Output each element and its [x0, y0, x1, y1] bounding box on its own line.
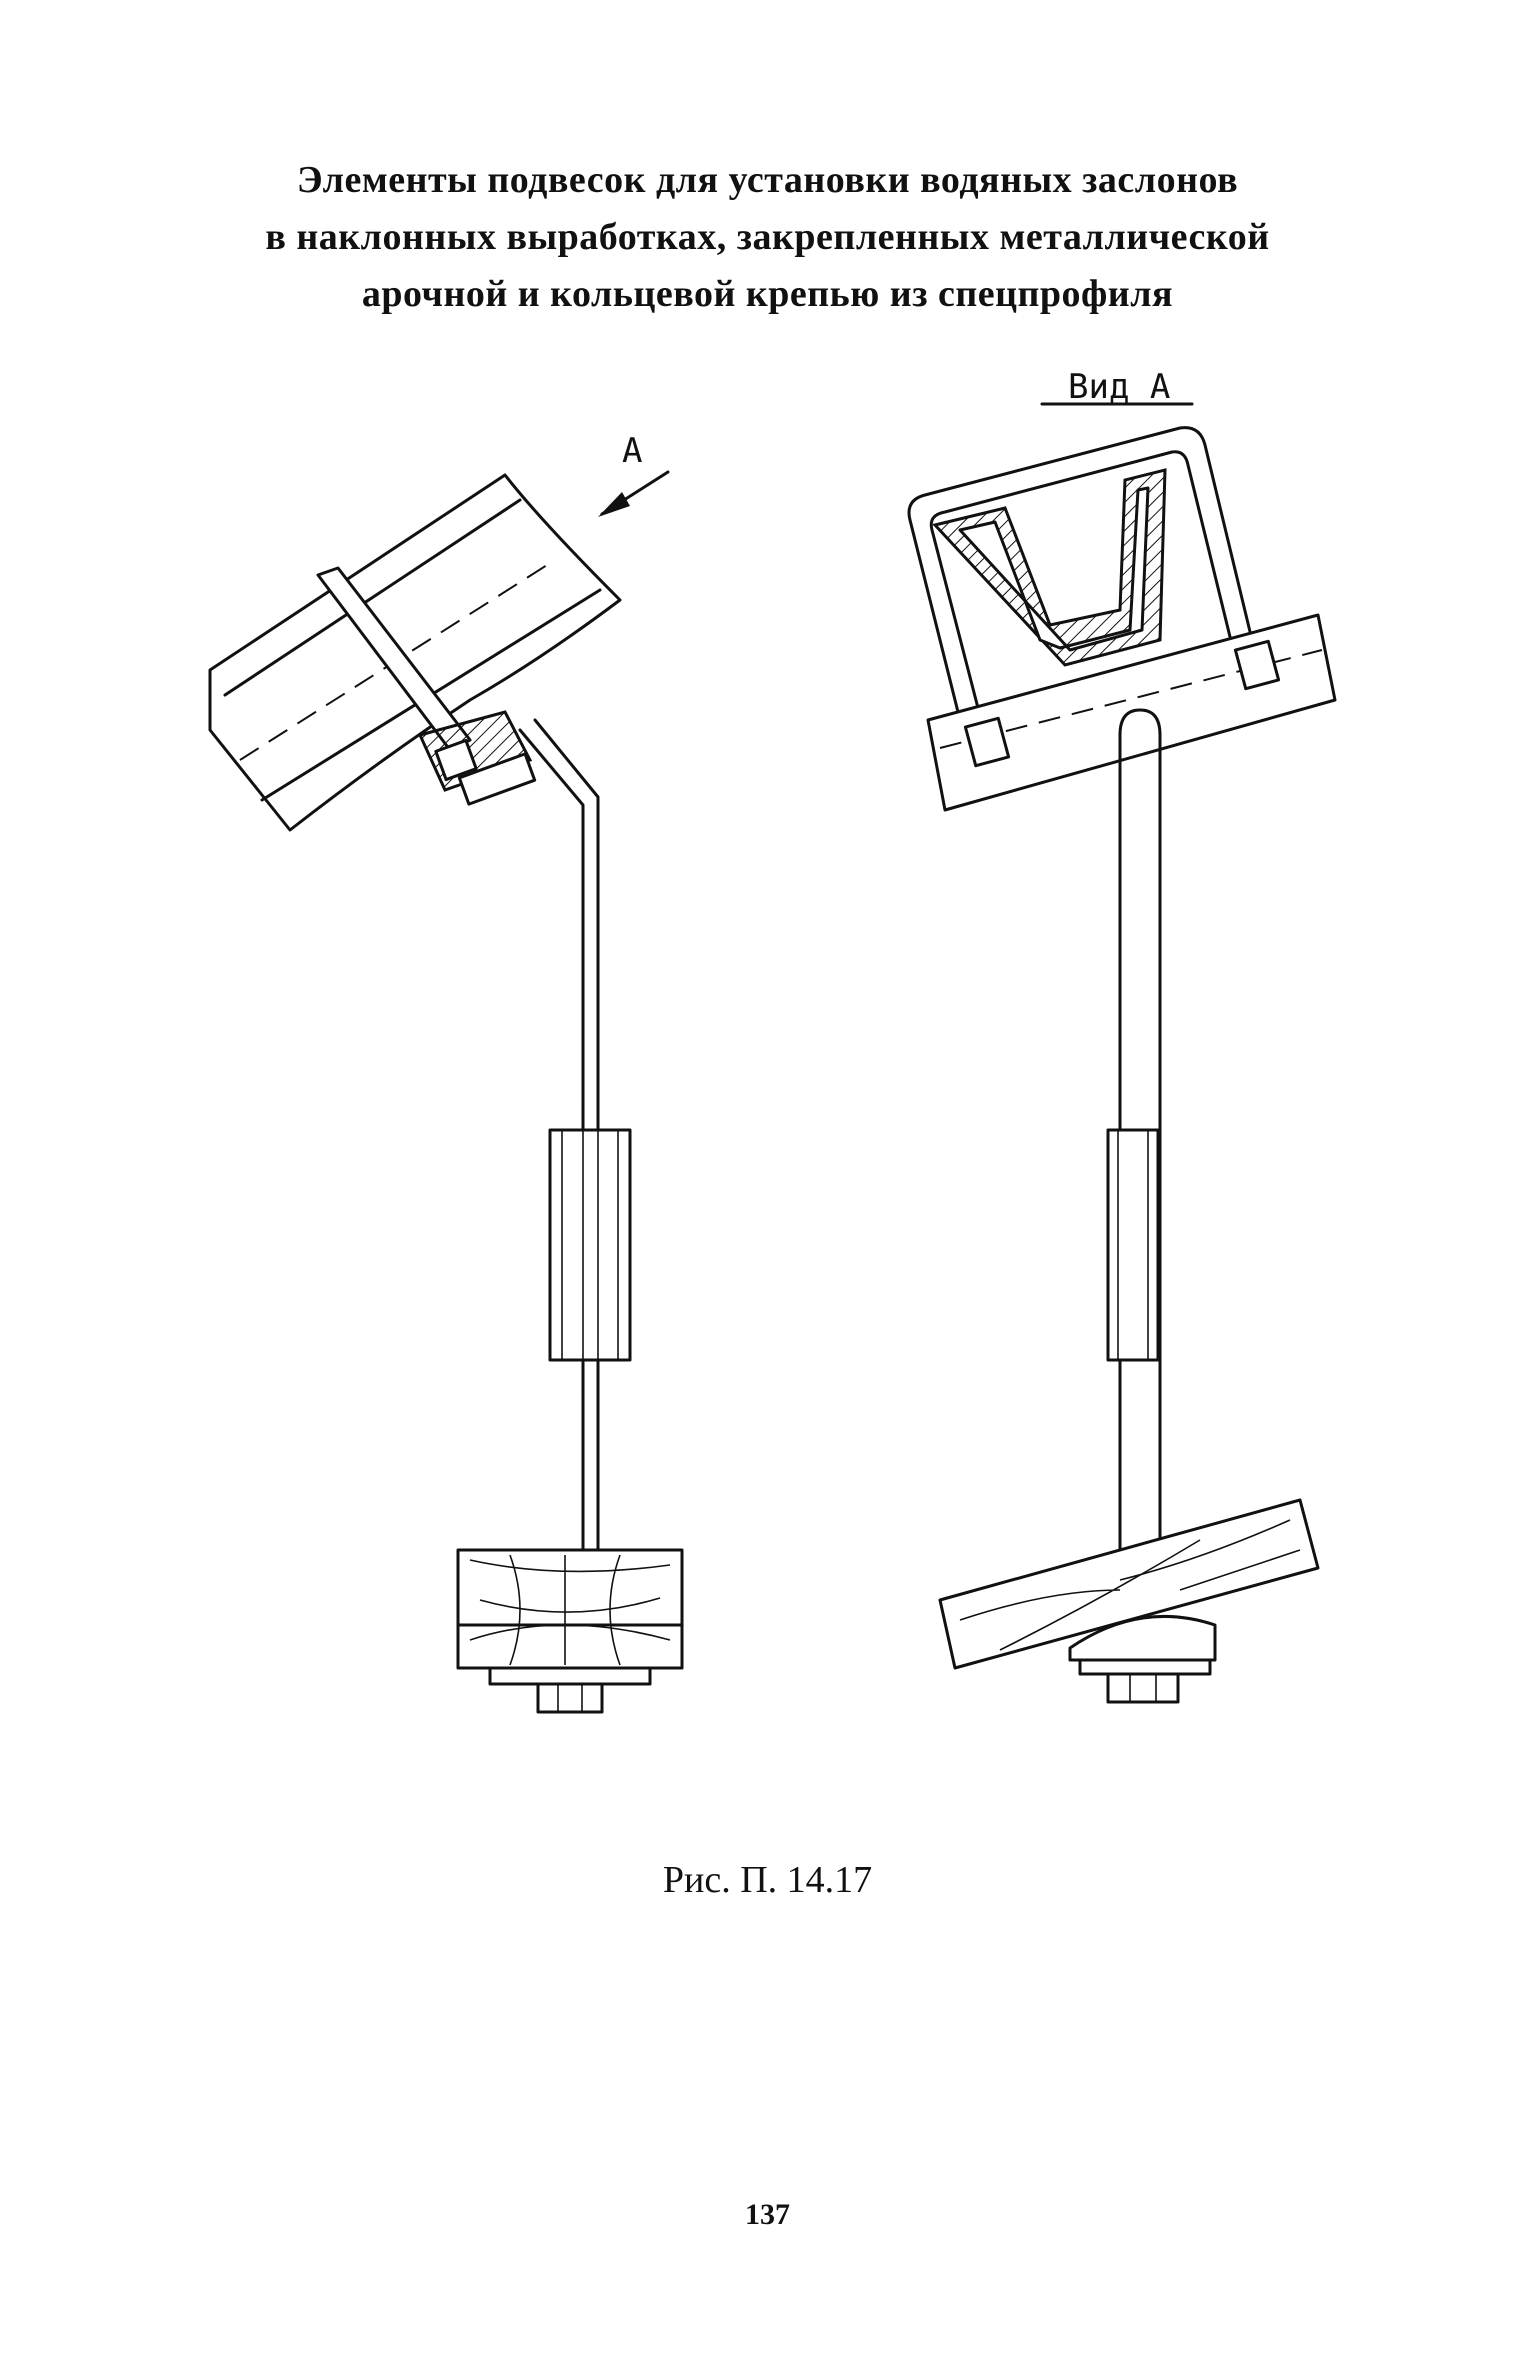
heading-line-3: арочной и кольцевой крепью из спецпрофил… [361, 273, 1174, 315]
section-arrow-a: А [598, 431, 670, 517]
left-view: А [208, 431, 684, 1714]
heading-line-2: в наклонных выработках, закрепленных мет… [265, 216, 1270, 258]
clamp-plate [417, 710, 537, 806]
heading-line-1: Элементы подвесок для установки водяных … [296, 159, 1239, 201]
special-profile [932, 468, 1167, 667]
left-turnbuckle [548, 1105, 632, 1385]
arrow-label: А [622, 431, 642, 471]
right-turnbuckle [1106, 1128, 1160, 1362]
right-nut [1068, 1615, 1217, 1704]
figure-caption: Рис. П. 14.17 [662, 1859, 873, 1901]
view-label: Вид А [1068, 367, 1170, 407]
left-wood-block [456, 1548, 684, 1670]
right-view: Вид А [907, 367, 1337, 1704]
u-bolt [907, 426, 1254, 714]
left-nut [488, 1666, 652, 1714]
page-number: 137 [745, 2198, 790, 2231]
page-heading: Элементы подвесок для установки водяных … [0, 152, 1535, 323]
right-wood-board [938, 1498, 1320, 1670]
